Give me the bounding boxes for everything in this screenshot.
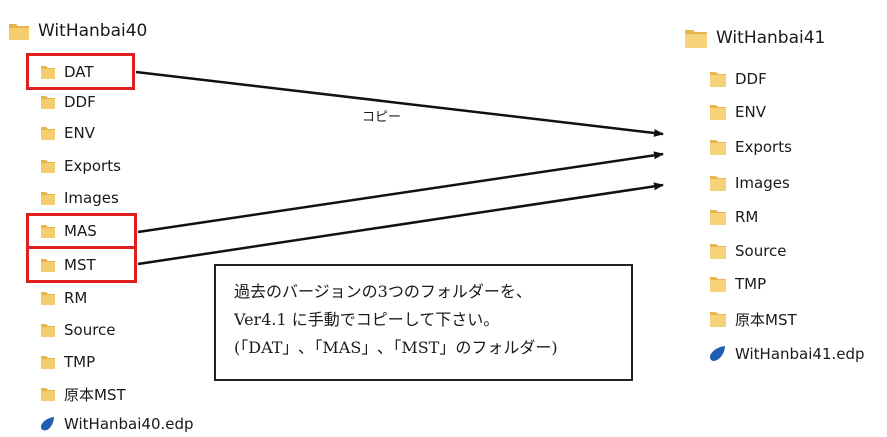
folder-label: ENV xyxy=(64,124,95,142)
folder-icon xyxy=(709,208,727,226)
folder-icon xyxy=(40,125,56,141)
folder-icon xyxy=(40,257,56,273)
folder-icon xyxy=(8,21,30,41)
file-label: WitHanbai40.edp xyxy=(64,415,194,433)
right-folder-rm[interactable]: RM xyxy=(709,205,758,229)
folder-label: Images xyxy=(64,189,119,207)
folder-label: Images xyxy=(735,174,790,192)
folder-label: DDF xyxy=(64,93,96,111)
folder-icon xyxy=(709,138,727,156)
folder-label: TMP xyxy=(735,275,767,293)
folder-label: TMP xyxy=(64,353,96,371)
folder-icon xyxy=(684,27,708,49)
folder-icon xyxy=(40,64,56,80)
folder-icon xyxy=(709,70,727,88)
folder-icon xyxy=(709,174,727,192)
right-folder-ddf[interactable]: DDF xyxy=(709,67,767,91)
folder-icon xyxy=(40,354,56,370)
folder-label: ENV xyxy=(735,103,766,121)
right-folder-env[interactable]: ENV xyxy=(709,100,766,124)
right-folder-source[interactable]: Source xyxy=(709,239,787,263)
arrow-mst xyxy=(137,182,664,266)
left-folder-dat[interactable]: DAT xyxy=(40,60,94,84)
folder-icon xyxy=(709,275,727,293)
folder-icon xyxy=(40,290,56,306)
edp-file-icon xyxy=(40,416,56,432)
note-line-3: (「DAT」､「MAS」､「MST」のフォルダー) xyxy=(234,338,558,357)
left-folder-env[interactable]: ENV xyxy=(40,121,95,145)
right-folder-tmp[interactable]: TMP xyxy=(709,272,766,296)
arrow-dat xyxy=(135,70,664,137)
right-folder-exports[interactable]: Exports xyxy=(709,135,792,159)
left-folder-tmp[interactable]: TMP xyxy=(40,350,95,374)
edp-file-icon xyxy=(709,345,727,363)
folder-icon xyxy=(709,242,727,260)
folder-icon xyxy=(40,223,56,239)
folder-icon xyxy=(40,322,56,338)
folder-label: Source xyxy=(735,242,787,260)
arrow-mas xyxy=(137,151,664,234)
folder-icon xyxy=(40,386,56,402)
folder-label: MAS xyxy=(64,222,97,240)
copy-label: コピー xyxy=(362,110,402,125)
folder-label: Source xyxy=(64,321,116,339)
folder-label: 原本MST xyxy=(735,310,797,329)
highlight-box-dat xyxy=(26,53,135,90)
folder-label: RM xyxy=(64,289,88,307)
folder-icon xyxy=(40,94,56,110)
left-folder-rm[interactable]: RM xyxy=(40,286,87,310)
left-folder-source[interactable]: Source xyxy=(40,318,116,342)
folder-label: MST xyxy=(64,256,96,274)
left-folder-images[interactable]: Images xyxy=(40,186,119,210)
right-root-folder[interactable]: WitHanbai41 xyxy=(684,26,825,50)
left-root-label: WitHanbai40 xyxy=(38,21,148,41)
left-folder-exports[interactable]: Exports xyxy=(40,154,121,178)
instruction-note: 過去のバージョンの3つのフォルダーを、 Ver4.1 に手動でコピーして下さい。… xyxy=(214,264,633,381)
highlight-box-mst xyxy=(26,246,137,283)
right-root-label: WitHanbai41 xyxy=(716,28,826,48)
folder-label: Exports xyxy=(735,138,792,156)
folder-icon xyxy=(709,103,727,121)
right-folder-images[interactable]: Images xyxy=(709,171,790,195)
folder-icon xyxy=(40,190,56,206)
folder-label: DDF xyxy=(735,70,767,88)
folder-label: Exports xyxy=(64,157,121,175)
note-line-2: Ver4.1 に手動でコピーして下さい。 xyxy=(234,310,500,329)
folder-icon xyxy=(709,310,727,328)
left-folder-ddf[interactable]: DDF xyxy=(40,90,96,114)
folder-label: 原本MST xyxy=(64,385,126,404)
left-folder-mas[interactable]: MAS xyxy=(40,219,97,243)
note-line-1: 過去のバージョンの3つのフォルダーを、 xyxy=(234,282,532,301)
folder-label: DAT xyxy=(64,63,94,81)
right-folder-genpon-mst[interactable]: 原本MST xyxy=(709,307,797,331)
folder-icon xyxy=(40,158,56,174)
file-label: WitHanbai41.edp xyxy=(735,345,865,363)
left-folder-mst[interactable]: MST xyxy=(40,253,96,277)
left-root-folder[interactable]: WitHanbai40 xyxy=(8,19,147,43)
folder-label: RM xyxy=(735,208,759,226)
right-edp-file[interactable]: WitHanbai41.edp xyxy=(709,342,865,366)
left-edp-file[interactable]: WitHanbai40.edp xyxy=(40,412,194,436)
left-folder-genpon-mst[interactable]: 原本MST xyxy=(40,382,126,406)
